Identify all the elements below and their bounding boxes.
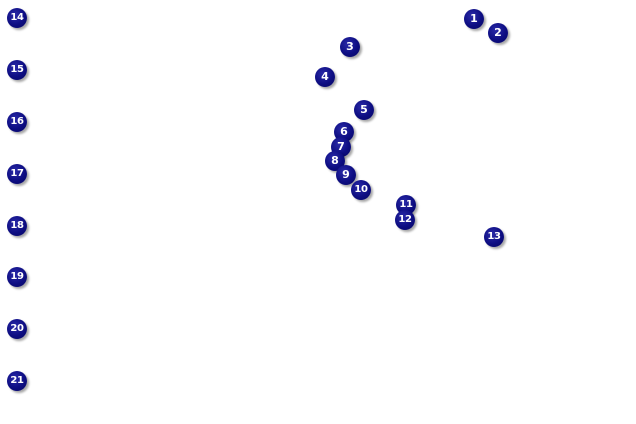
marker-20[interactable]: 20 (7, 319, 27, 339)
marker-9[interactable]: 9 (336, 165, 356, 185)
marker-15[interactable]: 15 (7, 60, 27, 80)
marker-4[interactable]: 4 (315, 67, 335, 87)
marker-2[interactable]: 2 (488, 23, 508, 43)
marker-17[interactable]: 17 (7, 164, 27, 184)
marker-5[interactable]: 5 (354, 100, 374, 120)
marker-14[interactable]: 14 (7, 8, 27, 28)
marker-3[interactable]: 3 (340, 37, 360, 57)
marker-16[interactable]: 16 (7, 112, 27, 132)
marker-10[interactable]: 10 (351, 180, 371, 200)
marker-21[interactable]: 21 (7, 371, 27, 391)
marker-1[interactable]: 1 (464, 9, 484, 29)
marker-18[interactable]: 18 (7, 216, 27, 236)
marker-19[interactable]: 19 (7, 267, 27, 287)
marker-13[interactable]: 13 (484, 227, 504, 247)
marker-12[interactable]: 12 (395, 210, 415, 230)
